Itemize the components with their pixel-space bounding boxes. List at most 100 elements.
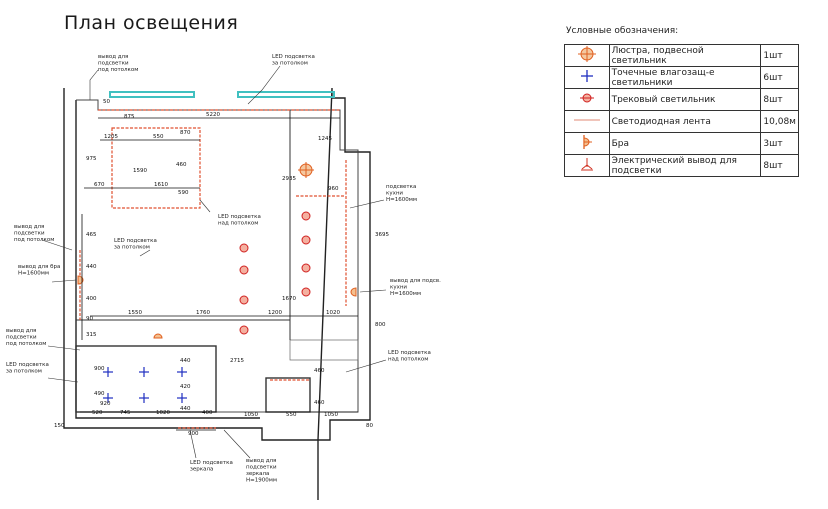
legend-label: Электрический вывод для подсветки	[608, 154, 762, 177]
spotlights	[103, 367, 187, 403]
electric-outlet-icon	[564, 154, 610, 177]
legend-qty: 8шт	[760, 88, 799, 111]
sconce-icon	[564, 132, 610, 155]
legend-row: Электрический вывод для подсветки 8шт	[564, 154, 799, 177]
spotlight-icon	[139, 393, 149, 403]
dim-label: 400	[86, 296, 97, 302]
track-light-icon	[301, 263, 311, 273]
dim-label: 460	[314, 368, 325, 374]
dim-label: 1610	[154, 182, 168, 188]
dim-label: 315	[86, 332, 97, 338]
spotlight-icon	[564, 66, 610, 89]
dim-label: 960	[328, 186, 339, 192]
legend-row: Точечные влагозащ-е светильники 6шт	[564, 66, 799, 89]
spotlight-icon	[103, 393, 113, 403]
track-light-icon	[239, 265, 249, 275]
dim-label: 1590	[133, 168, 147, 174]
spotlight-icon	[103, 367, 113, 377]
dim-label: 1020	[326, 310, 340, 316]
dim-label: 870	[180, 130, 191, 136]
dim-label: 490	[94, 391, 105, 397]
dim-label: 1245	[318, 136, 332, 142]
legend-caption: Условные обозначения:	[566, 26, 679, 36]
dim-label: 1020	[156, 410, 170, 416]
dim-label: 745	[120, 410, 131, 416]
dim-label: 150	[54, 423, 65, 429]
dim-label: 2935	[282, 176, 296, 182]
dim-label: 900	[94, 366, 105, 372]
sconce-icon	[350, 287, 357, 297]
dim-label: 80	[366, 423, 373, 429]
walls	[63, 87, 371, 500]
legend-label: Светодиодная лента	[608, 110, 762, 133]
legend-row: Светодиодная лента 10,08м	[564, 110, 799, 133]
dim-label: 440	[86, 264, 97, 270]
dim-label: 50	[103, 99, 110, 105]
dim-label: 465	[86, 232, 97, 238]
sconce-icon	[77, 275, 84, 285]
dim-label: 975	[86, 156, 97, 162]
dim-label: 90	[86, 316, 93, 322]
legend-table: Люстра, подвесной светильник 1шт Точечны…	[564, 44, 799, 177]
dim-label: 1670	[282, 296, 296, 302]
track-light-icon	[301, 211, 311, 221]
dim-label: 1205	[104, 134, 118, 140]
legend-row: Трековый светильник 8шт	[564, 88, 799, 111]
chandelier-icon	[564, 44, 610, 67]
spotlight-icon	[139, 367, 149, 377]
dim-label: 550	[286, 412, 297, 418]
dim-label: 800	[375, 322, 386, 328]
dim-label: 920	[100, 401, 111, 407]
legend-label: Люстра, подвесной светильник	[608, 44, 762, 67]
sconces	[77, 275, 357, 339]
dim-label: 460	[314, 400, 325, 406]
dim-label: 3695	[375, 232, 389, 238]
dim-label: 400	[202, 410, 213, 416]
dim-label: 460	[176, 162, 187, 168]
windows	[109, 91, 335, 98]
dim-label: 670	[94, 182, 105, 188]
dim-label: 900	[188, 431, 199, 437]
led-strips	[79, 109, 347, 429]
page-title: План освещения	[64, 12, 239, 34]
dim-label: 1550	[128, 310, 142, 316]
dim-label: 550	[153, 134, 164, 140]
dim-label: 1200	[268, 310, 282, 316]
track-light-icon	[239, 325, 249, 335]
track-light-icon	[301, 235, 311, 245]
track-light-icon	[239, 243, 249, 253]
dim-label: 420	[180, 384, 191, 390]
legend-qty: 6шт	[760, 66, 799, 89]
spotlight-icon	[177, 393, 187, 403]
dim-label: 875	[124, 114, 135, 120]
dim-label: 1050	[244, 412, 258, 418]
legend-label: Бра	[608, 132, 762, 155]
dim-label: 440	[180, 406, 191, 412]
dimension-labels: 5220 50 875 1205 550 870 1590 460 670 16…	[54, 99, 389, 437]
legend-qty: 1шт	[760, 44, 799, 67]
dim-label: 1050	[324, 412, 338, 418]
led-strip-icon	[564, 110, 610, 133]
legend-qty: 8шт	[760, 154, 799, 177]
dimension-lines	[80, 117, 358, 431]
legend-label: Трековый светильник	[608, 88, 762, 111]
leader-lines	[41, 65, 387, 459]
legend-qty: 3шт	[760, 132, 799, 155]
legend-row: Бра 3шт	[564, 132, 799, 155]
legend-row: Люстра, подвесной светильник 1шт	[564, 44, 799, 67]
legend-label: Точечные влагозащ-е светильники	[608, 66, 762, 89]
dim-label: 1760	[196, 310, 210, 316]
track-light-icon	[301, 287, 311, 297]
sconce-icon	[153, 333, 163, 339]
